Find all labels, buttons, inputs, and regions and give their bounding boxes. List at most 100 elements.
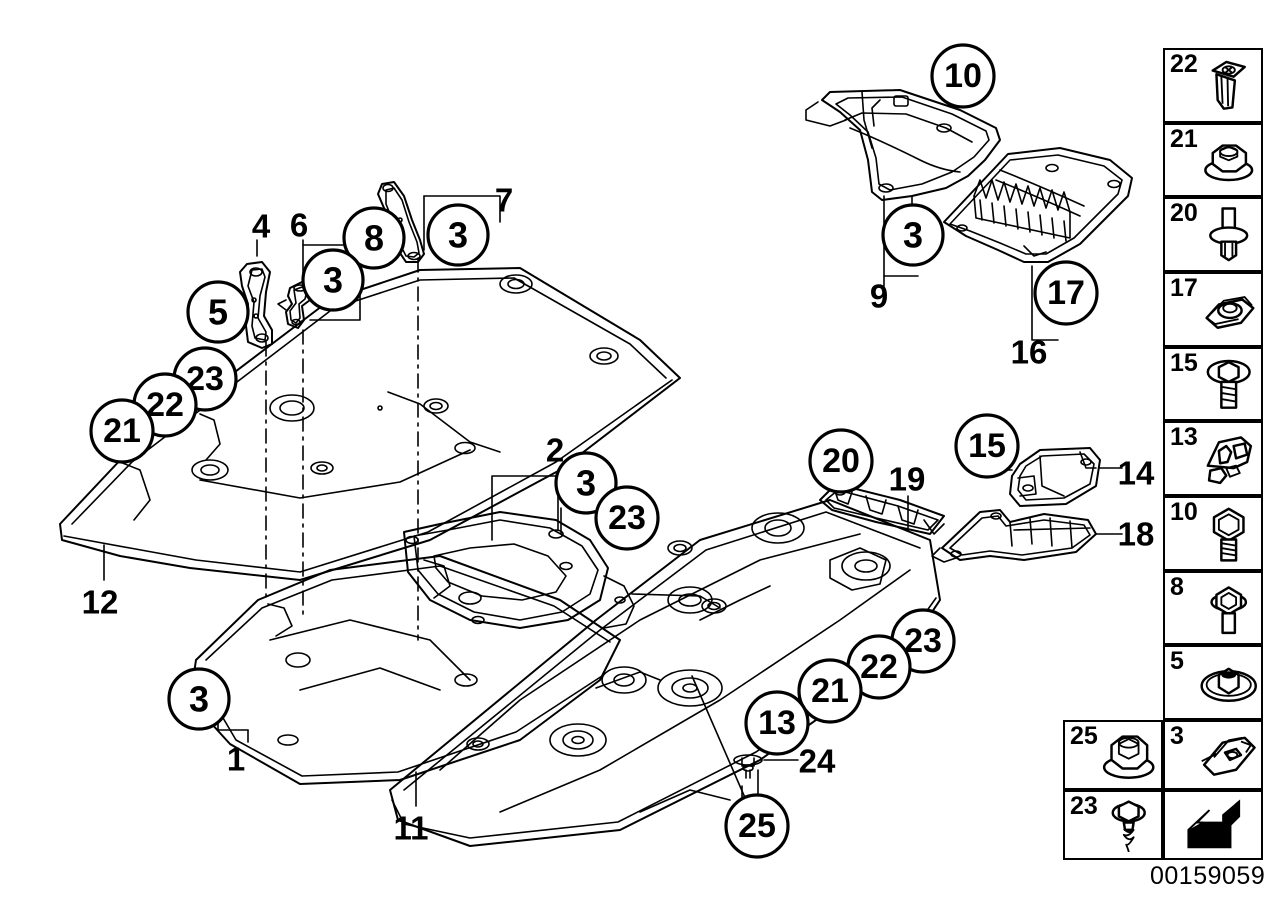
- callout-number: 25: [738, 807, 776, 845]
- hex-flange-bolt-short-icon: [1198, 351, 1259, 418]
- legend-cell-15[interactable]: 15: [1163, 346, 1263, 422]
- part-4-shape: [239, 261, 273, 349]
- callout-circle: [426, 203, 490, 267]
- legend-number-20: 20: [1170, 199, 1198, 228]
- hex-flange-nut-icon: [1198, 127, 1259, 194]
- callout-3: 3: [554, 451, 618, 515]
- leader-2-branch: [491, 475, 559, 541]
- part-16-shape: [943, 147, 1133, 263]
- hex-head-self-tapping-screw-icon: [1098, 794, 1159, 856]
- legend-number-13: 13: [1170, 423, 1198, 452]
- part-2-shape: [403, 511, 635, 629]
- callout-number: 5: [208, 292, 228, 333]
- legend-cell-10[interactable]: 10: [1163, 496, 1263, 571]
- legend-cell-direction-arrow-icon[interactable]: [1163, 790, 1263, 860]
- legend-number-8: 8: [1170, 572, 1184, 601]
- sheet-metal-clip-nut-icon: [1198, 276, 1259, 343]
- leader-7: [423, 195, 501, 223]
- callout-number: 3: [576, 463, 596, 504]
- callout-15: 15: [954, 413, 1020, 479]
- callout-number: 22: [860, 648, 898, 686]
- callout-number: 7: [495, 182, 513, 219]
- legend-cell-3[interactable]: 3: [1163, 720, 1263, 790]
- legend-cell-20[interactable]: 20: [1163, 197, 1263, 272]
- callout-1: 1: [227, 741, 245, 778]
- legend-cell-13[interactable]: 13: [1163, 421, 1263, 496]
- callout-number: 24: [799, 743, 836, 780]
- callout-14: 14: [1118, 455, 1155, 492]
- callout-18: 18: [1118, 516, 1155, 553]
- callout-number: 3: [903, 215, 923, 256]
- callout-6: 6: [290, 207, 308, 244]
- part-9-shape: [805, 89, 1001, 201]
- callout-3: 3: [301, 248, 365, 312]
- hex-flange-bolt-icon: [1198, 575, 1259, 642]
- large-washer-hex-nut-icon: [1198, 649, 1259, 716]
- callout-21: 21: [89, 398, 155, 464]
- callout-number: 22: [146, 386, 184, 424]
- callout-circle: [954, 413, 1020, 479]
- legend-cell-17[interactable]: 17: [1163, 272, 1263, 347]
- callout-number: 3: [189, 679, 209, 720]
- callout-number: 4: [252, 208, 271, 245]
- legend-cell-25[interactable]: 25: [1063, 720, 1163, 790]
- callout-circle: [186, 280, 250, 344]
- callout-20: 20: [808, 428, 874, 494]
- callout-circle: [724, 793, 790, 859]
- callout-number: 21: [811, 672, 849, 710]
- callout-number: 13: [758, 704, 796, 742]
- spring-clamp-bracket-icon: [1198, 425, 1259, 492]
- callout-21: 21: [797, 658, 863, 724]
- callout-2: 2: [546, 432, 564, 469]
- callout-number: 3: [448, 215, 468, 256]
- callout-22: 22: [846, 634, 912, 700]
- callout-12: 12: [82, 584, 119, 621]
- callout-number: 23: [904, 622, 942, 660]
- callout-circle: [808, 428, 874, 494]
- callout-10: 10: [930, 43, 996, 109]
- callout-23: 23: [594, 485, 660, 551]
- legend-number-17: 17: [1170, 274, 1198, 302]
- callout-circle: [342, 206, 406, 270]
- callout-3: 3: [881, 203, 945, 267]
- callout-number: 12: [82, 584, 119, 621]
- callout-circle: [881, 203, 945, 267]
- hex-cap-flange-nut-icon: [1098, 724, 1159, 786]
- callout-number: 19: [889, 461, 926, 498]
- callout-9: 9: [870, 278, 888, 315]
- part-18-shape: [931, 509, 1097, 563]
- legend-cell-23[interactable]: 23: [1063, 790, 1163, 860]
- callout-7: 7: [495, 182, 513, 219]
- callout-circle: [554, 451, 618, 515]
- callout-number: 20: [822, 442, 860, 480]
- callout-3: 3: [426, 203, 490, 267]
- legend-cell-5[interactable]: 5: [1163, 645, 1263, 720]
- legend-number-21: 21: [1170, 124, 1198, 153]
- callout-number: 3: [323, 260, 343, 301]
- callout-number: 21: [103, 412, 141, 450]
- callout-4: 4: [252, 208, 271, 245]
- callout-24: 24: [799, 743, 836, 780]
- leader-25: [691, 675, 747, 801]
- callout-number: 15: [968, 427, 1006, 465]
- callout-circle: [89, 398, 155, 464]
- callout-circle: [594, 485, 660, 551]
- callout-number: 8: [364, 218, 384, 259]
- legend-cell-22[interactable]: 22: [1163, 48, 1263, 123]
- callout-number: 2: [546, 432, 564, 469]
- legend-cell-21[interactable]: 21: [1163, 122, 1263, 198]
- legend-main-column: 22 21 20 17: [1163, 48, 1263, 720]
- expanding-pin-rivet-icon: [1198, 201, 1259, 268]
- callout-number: 14: [1118, 455, 1155, 492]
- callout-circle: [1033, 260, 1099, 326]
- callout-19: 19: [889, 461, 926, 498]
- diagram-number: 00159059: [1150, 862, 1266, 890]
- direction-arrow-icon: [1169, 794, 1257, 856]
- legend-cell-8[interactable]: 8: [1163, 570, 1263, 646]
- legend-number-10: 10: [1170, 498, 1198, 526]
- legend-number-22: 22: [1170, 50, 1198, 78]
- callout-circle: [797, 658, 863, 724]
- part-14-shape: [1009, 447, 1101, 507]
- sliding-clip-plate-icon: [1198, 724, 1259, 786]
